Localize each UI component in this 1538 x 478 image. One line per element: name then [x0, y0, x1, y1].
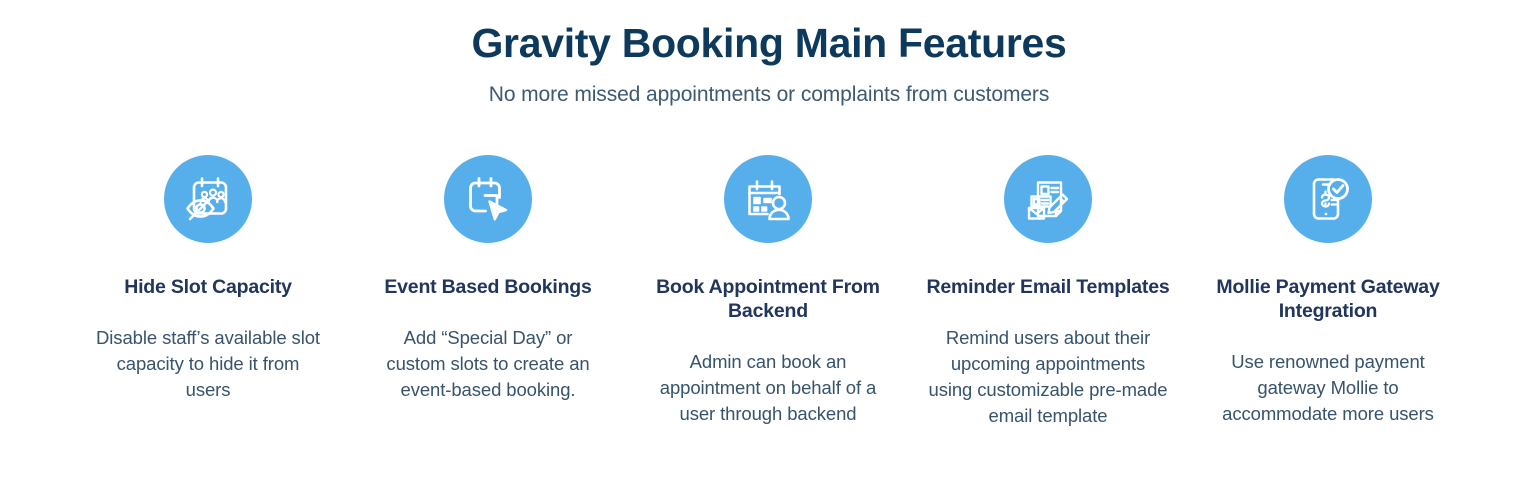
- feature-description: Remind users about their upcoming appoin…: [928, 327, 1168, 426]
- feature-item-hide-slot-capacity: Hide Slot Capacity Disable staff’s avail…: [68, 155, 348, 403]
- mobile-payment-check-icon: [1284, 155, 1372, 243]
- feature-title: Hide Slot Capacity: [124, 276, 292, 298]
- feature-item-reminder-email-templates: Reminder Email Templates Remind users ab…: [908, 155, 1188, 429]
- feature-description: Add “Special Day” or custom slots to cre…: [386, 327, 590, 400]
- feature-description: Disable staff’s available slot capacity …: [96, 327, 320, 400]
- calendar-user-icon: [724, 155, 812, 243]
- email-template-pencil-icon: [1004, 155, 1092, 243]
- calendar-cursor-click-icon: [444, 155, 532, 243]
- feature-list: Hide Slot Capacity Disable staff’s avail…: [0, 155, 1538, 429]
- feature-title: Reminder Email Templates: [926, 276, 1170, 298]
- calendar-people-hidden-icon: [164, 155, 252, 243]
- page-title: Gravity Booking Main Features: [471, 20, 1067, 66]
- feature-title: Event Based Bookings: [384, 276, 592, 298]
- feature-description: Use renowned payment gateway Mollie to a…: [1222, 351, 1434, 424]
- feature-item-event-based-bookings: Event Based Bookings Add “Special Day” o…: [348, 155, 628, 403]
- feature-title: Book Appointment From Backend: [656, 276, 880, 322]
- feature-title: Mollie Payment Gateway Integration: [1216, 276, 1440, 322]
- section-header: Gravity Booking Main Features No more mi…: [0, 0, 1538, 108]
- feature-item-mollie-payment-gateway: Mollie Payment Gateway Integration Use r…: [1188, 155, 1468, 427]
- page-subtitle: No more missed appointments or complaint…: [488, 83, 1050, 107]
- feature-item-book-appointment-from-backend: Book Appointment From Backend Admin can …: [628, 155, 908, 427]
- feature-description: Admin can book an appointment on behalf …: [659, 351, 877, 424]
